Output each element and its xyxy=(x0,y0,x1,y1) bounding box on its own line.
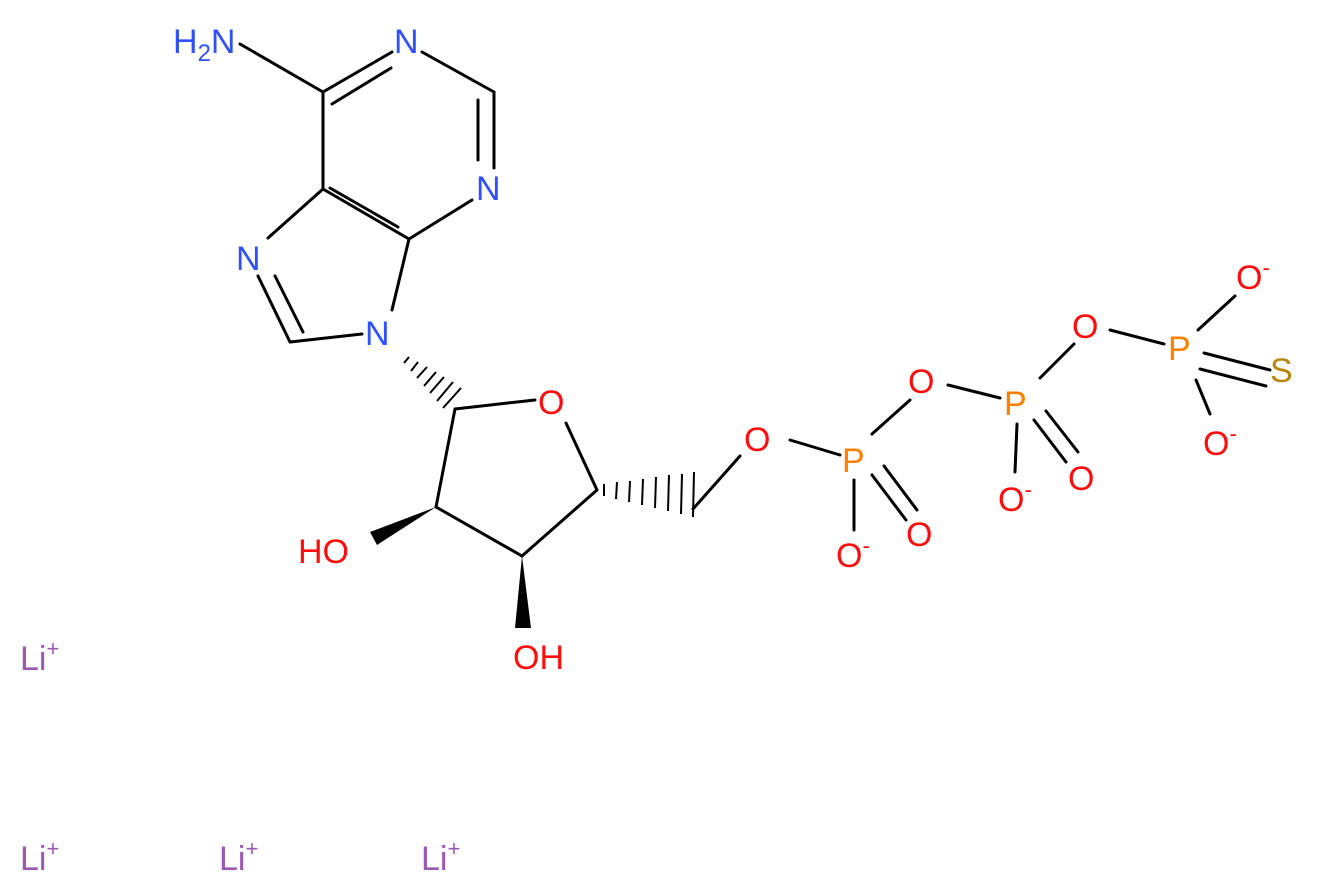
hydroxyl-2-label: HO xyxy=(298,533,349,571)
p-beta-label: P xyxy=(1004,385,1027,423)
amine-label: H2N xyxy=(173,23,235,67)
bond-pbeta-odouble-2 xyxy=(1044,409,1080,454)
bond-n3-c4 xyxy=(407,198,474,241)
bond-obridge1-pbeta xyxy=(946,383,1002,400)
bond-n7-c8-double xyxy=(273,274,305,334)
lithium-ion: Li+ xyxy=(20,836,59,878)
bond-pgamma-ominus-bottom xyxy=(1194,378,1212,416)
bonds xyxy=(238,42,1272,558)
hashed-wedge-c4-c5 xyxy=(603,471,695,518)
bridge-oxygen-2-label: O xyxy=(1072,308,1098,346)
n3-label: N xyxy=(476,170,501,208)
bond-pgamma-s-double xyxy=(1198,367,1268,388)
amine-subscript: 2 xyxy=(198,40,211,67)
n1-label: N xyxy=(394,23,419,61)
bond-palpha-odouble-2 xyxy=(882,464,919,512)
n9-label: N xyxy=(365,315,390,353)
bridge-oxygen-1-label: O xyxy=(908,363,934,401)
bond-c3p-c2p xyxy=(434,505,524,558)
bond-c6-n1-double xyxy=(330,66,393,106)
bond-n9-c4 xyxy=(390,237,411,312)
bond-pgamma-s xyxy=(1202,351,1272,372)
counter-ions: Li+ Li+ Li+ Li+ xyxy=(20,636,460,878)
bond-amine-c6 xyxy=(238,42,325,94)
bond-c1-o4 xyxy=(453,398,537,411)
wedge-c2-oh xyxy=(370,507,436,545)
p-beta-oxo-label: O xyxy=(1068,460,1094,498)
bond-o5-palpha xyxy=(788,438,842,457)
n7-label: N xyxy=(236,240,261,278)
p-beta-oxide-label: O- xyxy=(998,477,1032,519)
p-alpha-oxo-label: O xyxy=(906,516,932,554)
p-alpha-label: P xyxy=(842,442,865,480)
bond-c5-n7 xyxy=(266,187,325,240)
lithium-ion: Li+ xyxy=(20,636,59,678)
bond-palpha-obridge1 xyxy=(870,398,912,436)
bond-c6-n1 xyxy=(321,50,394,94)
bond-pbeta-ominus xyxy=(1013,422,1019,474)
lithium-ion: Li+ xyxy=(421,836,460,878)
bond-c4-c5 xyxy=(321,187,411,241)
bond-n1-c2 xyxy=(420,50,496,94)
bond-c4p-c3p xyxy=(520,488,599,558)
p-alpha-oxide-label: O- xyxy=(836,533,870,575)
p-gamma-oxide-bottom-label: O- xyxy=(1203,421,1237,463)
lithium-ion: Li+ xyxy=(219,836,258,878)
bond-pbeta-obridge2 xyxy=(1038,342,1076,380)
bond-palpha-odouble xyxy=(870,473,908,522)
bond-c8-n9 xyxy=(288,332,364,344)
bond-c5p-o5 xyxy=(691,454,742,511)
wedge-c3-oh xyxy=(515,556,531,628)
p-gamma-label: P xyxy=(1168,330,1191,368)
p-gamma-oxide-top-label: O- xyxy=(1236,255,1270,297)
bond-pbeta-odouble xyxy=(1032,418,1068,464)
sulfur-label: S xyxy=(1270,352,1293,390)
bond-n7-c8 xyxy=(256,274,292,344)
bond-c4-c5-double xyxy=(328,186,400,229)
bond-o4-c4p xyxy=(564,421,599,492)
hydroxyl-3-label: OH xyxy=(513,639,564,677)
bond-obridge2-pgamma xyxy=(1108,328,1166,346)
ring-oxygen-label: O xyxy=(538,384,564,422)
bond-pgamma-ominus-top xyxy=(1196,294,1237,332)
o5-label: O xyxy=(744,421,770,459)
hashed-wedge-n9-c1 xyxy=(403,356,462,409)
amine-nitrogen: N xyxy=(211,23,236,61)
bond-c2p-c1p xyxy=(434,407,457,509)
atom-labels: H2N N N N N O HO OH O P O O- O P O O- O … xyxy=(173,23,1293,677)
